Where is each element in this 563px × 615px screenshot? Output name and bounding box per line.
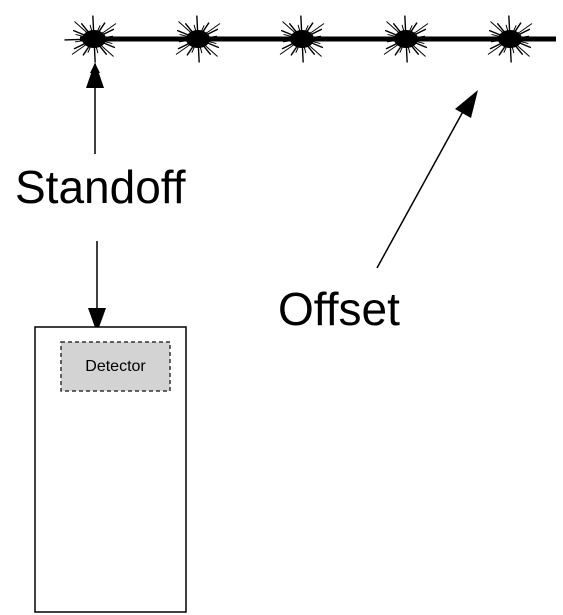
detector-box bbox=[60, 341, 171, 392]
source-burst-icon bbox=[64, 15, 124, 63]
detector-label: Detector bbox=[85, 357, 146, 375]
source-burst-icon bbox=[272, 15, 332, 63]
standoff-label: Standoff bbox=[15, 161, 186, 213]
offset-arrow bbox=[376, 105, 467, 269]
source-burst-icon bbox=[376, 15, 436, 63]
source-burst-icon bbox=[168, 15, 228, 63]
source-burst-icon bbox=[480, 15, 540, 63]
standoff-arrow-up-head bbox=[86, 62, 104, 88]
source-group bbox=[64, 15, 540, 63]
offset-label: Offset bbox=[278, 283, 400, 335]
offset-arrow-head bbox=[455, 90, 478, 118]
standoff-arrow-down-head bbox=[88, 308, 106, 333]
